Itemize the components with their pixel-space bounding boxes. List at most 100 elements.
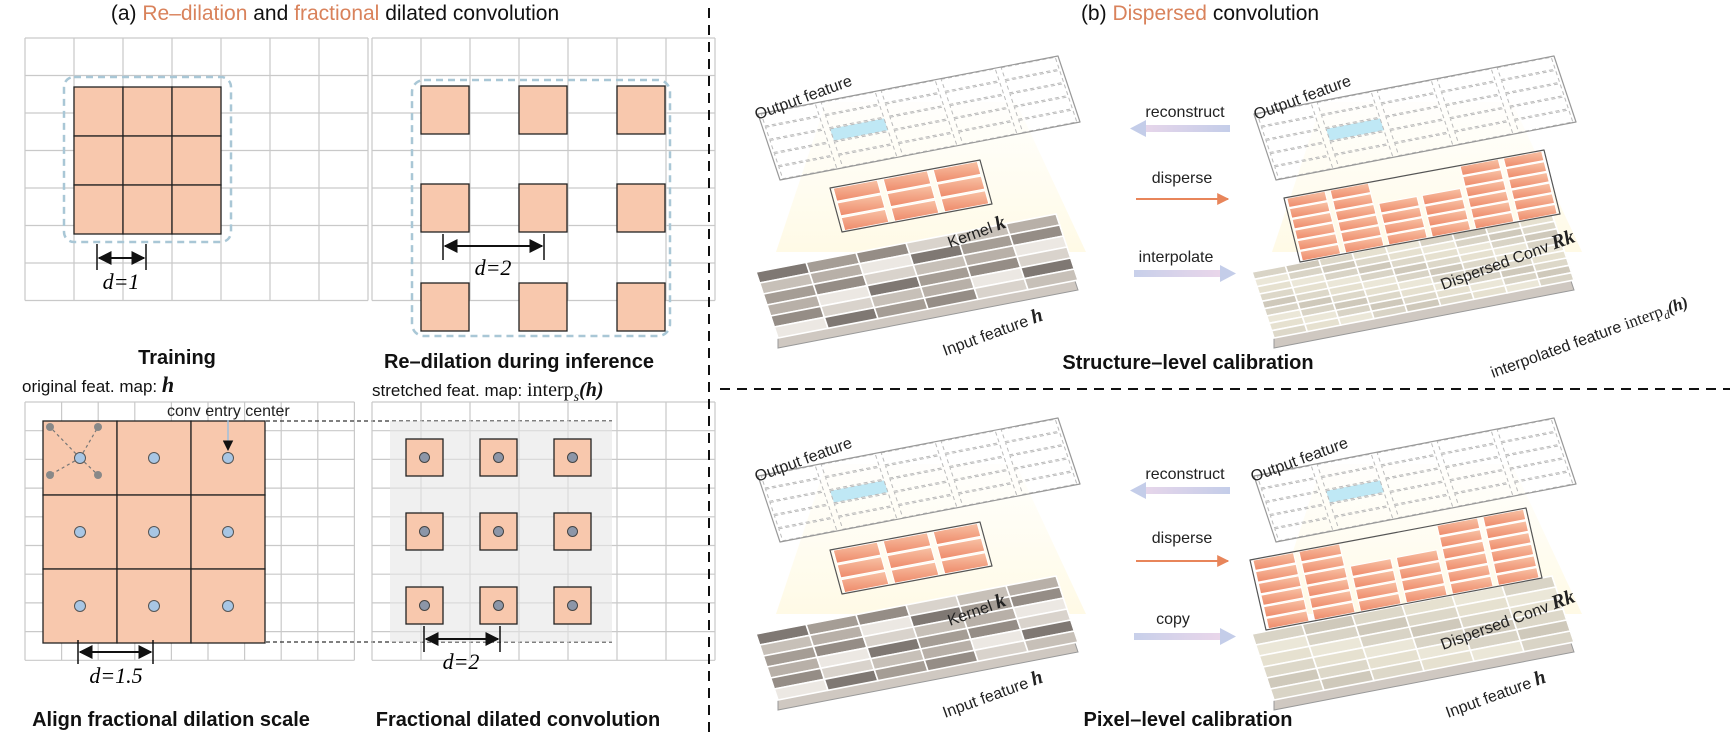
sample-dot: [419, 452, 430, 463]
output-cell: [1389, 481, 1450, 505]
output-cell: [1385, 106, 1445, 130]
output-cell: [953, 469, 1014, 494]
output-cell: [1376, 441, 1436, 466]
redilation-subcaption: stretched feat. map: interps(h): [372, 379, 604, 405]
d1-dimension: d=1: [96, 244, 147, 294]
kernel-tile: [1459, 158, 1502, 177]
output-cell: [1496, 418, 1556, 443]
kernel-tile: [1429, 219, 1472, 238]
output-cell: [889, 468, 949, 492]
structure-reconstruct-arrow: reconstruct: [1130, 104, 1230, 137]
structure-interpolate-arrow: interpolate: [1134, 249, 1236, 282]
kernel-tile: [1472, 211, 1515, 230]
kernel-tile: [840, 570, 890, 594]
input-plane-outline: [755, 213, 1079, 339]
output-cell: [898, 132, 958, 157]
kernel-tile: [1357, 593, 1402, 612]
output-cell: [1505, 445, 1565, 469]
output-cell: [1269, 142, 1330, 167]
kernel-tile: [1482, 508, 1527, 528]
kernel-cell: [73, 184, 124, 235]
kernel-cell: [73, 86, 124, 137]
align-entry-centers: [74, 452, 234, 612]
kernel-tile: [1378, 195, 1420, 214]
output-cell: [1380, 455, 1441, 479]
kernel-tile: [1492, 555, 1538, 575]
kernel-tile: [932, 160, 982, 184]
kernel-tile: [1470, 201, 1512, 219]
output-cell: [1509, 96, 1570, 120]
kernel-tile: [1352, 569, 1397, 589]
kernel-tile: [1303, 566, 1348, 586]
kernel-tile: [1505, 161, 1548, 179]
output-cell: [1449, 107, 1510, 132]
output-cell: [833, 131, 894, 155]
kernel-cell: [420, 85, 470, 135]
output-cell: [1325, 117, 1385, 142]
output-cell: [1004, 69, 1065, 94]
output-cell: [1274, 517, 1334, 542]
kernel-cell: [171, 86, 222, 137]
kernel-tile: [1424, 198, 1466, 217]
output-cell: [1018, 109, 1078, 133]
output-cell: [1256, 103, 1316, 127]
kernel-tile: [1340, 225, 1382, 243]
kernel-tile: [836, 194, 886, 217]
output-cell: [760, 465, 820, 489]
output-cell: [944, 81, 1005, 105]
output-cell: [1514, 471, 1574, 495]
output-cell: [1269, 504, 1330, 529]
kernel-tile: [1262, 598, 1308, 618]
kernel-cell: [616, 183, 666, 233]
kernel-tile: [1294, 222, 1336, 241]
kernel-tile: [832, 179, 882, 202]
kernel-tile: [1395, 549, 1440, 569]
output-cell: [833, 493, 894, 517]
kernel-cell: [616, 282, 666, 332]
output-cell: [1334, 506, 1394, 530]
kernel-plane-outline: [829, 159, 993, 233]
pixel-left-stack: [754, 417, 1086, 711]
output-cell: [764, 116, 825, 140]
output-cell: [1454, 121, 1514, 145]
output-cell: [958, 483, 1018, 507]
output-cell: [1000, 56, 1060, 81]
output-cell: [1380, 93, 1441, 117]
kernel-cell: [420, 183, 470, 233]
output-cell: [1505, 83, 1565, 107]
output-cell: [829, 117, 889, 142]
kernel-cell: [122, 184, 173, 235]
kernel-tile: [1426, 209, 1469, 227]
svg-text:reconstruct: reconstruct: [1145, 104, 1225, 121]
entry-center-dot: [222, 526, 234, 538]
training-subcaption: original feat. map: h: [22, 372, 174, 397]
entry-center-dot: [74, 526, 86, 538]
kernel-plane-outline: [1249, 507, 1543, 631]
output-cell: [1329, 493, 1390, 517]
input-plane-outline: [755, 575, 1079, 701]
kernel-cell: [518, 85, 568, 135]
output-cell: [1013, 458, 1074, 482]
kernel-cell: [420, 282, 470, 332]
kernel-tile: [1490, 543, 1535, 563]
output-cell: [1454, 483, 1514, 507]
sample-point: [94, 423, 102, 431]
output-cell: [880, 79, 940, 104]
output-cell: [1394, 132, 1454, 157]
pixel-right-stack: [1249, 417, 1582, 711]
sample-dot: [493, 526, 504, 537]
kernel-tile: [940, 552, 990, 575]
output-cell: [1440, 81, 1501, 105]
output-cell: [940, 430, 1000, 454]
output-cell: [884, 93, 945, 117]
redilation-caption: Re–dilation during inference: [384, 351, 654, 373]
output-cell: [1500, 69, 1561, 94]
output-cell: [958, 121, 1018, 145]
sample-dot: [419, 600, 430, 611]
output-cell: [773, 504, 834, 529]
d15-label: d=1.5: [89, 663, 142, 688]
output-cell: [889, 106, 949, 130]
kernel-tile: [1254, 563, 1300, 583]
training-receptive-field: [62, 75, 233, 244]
